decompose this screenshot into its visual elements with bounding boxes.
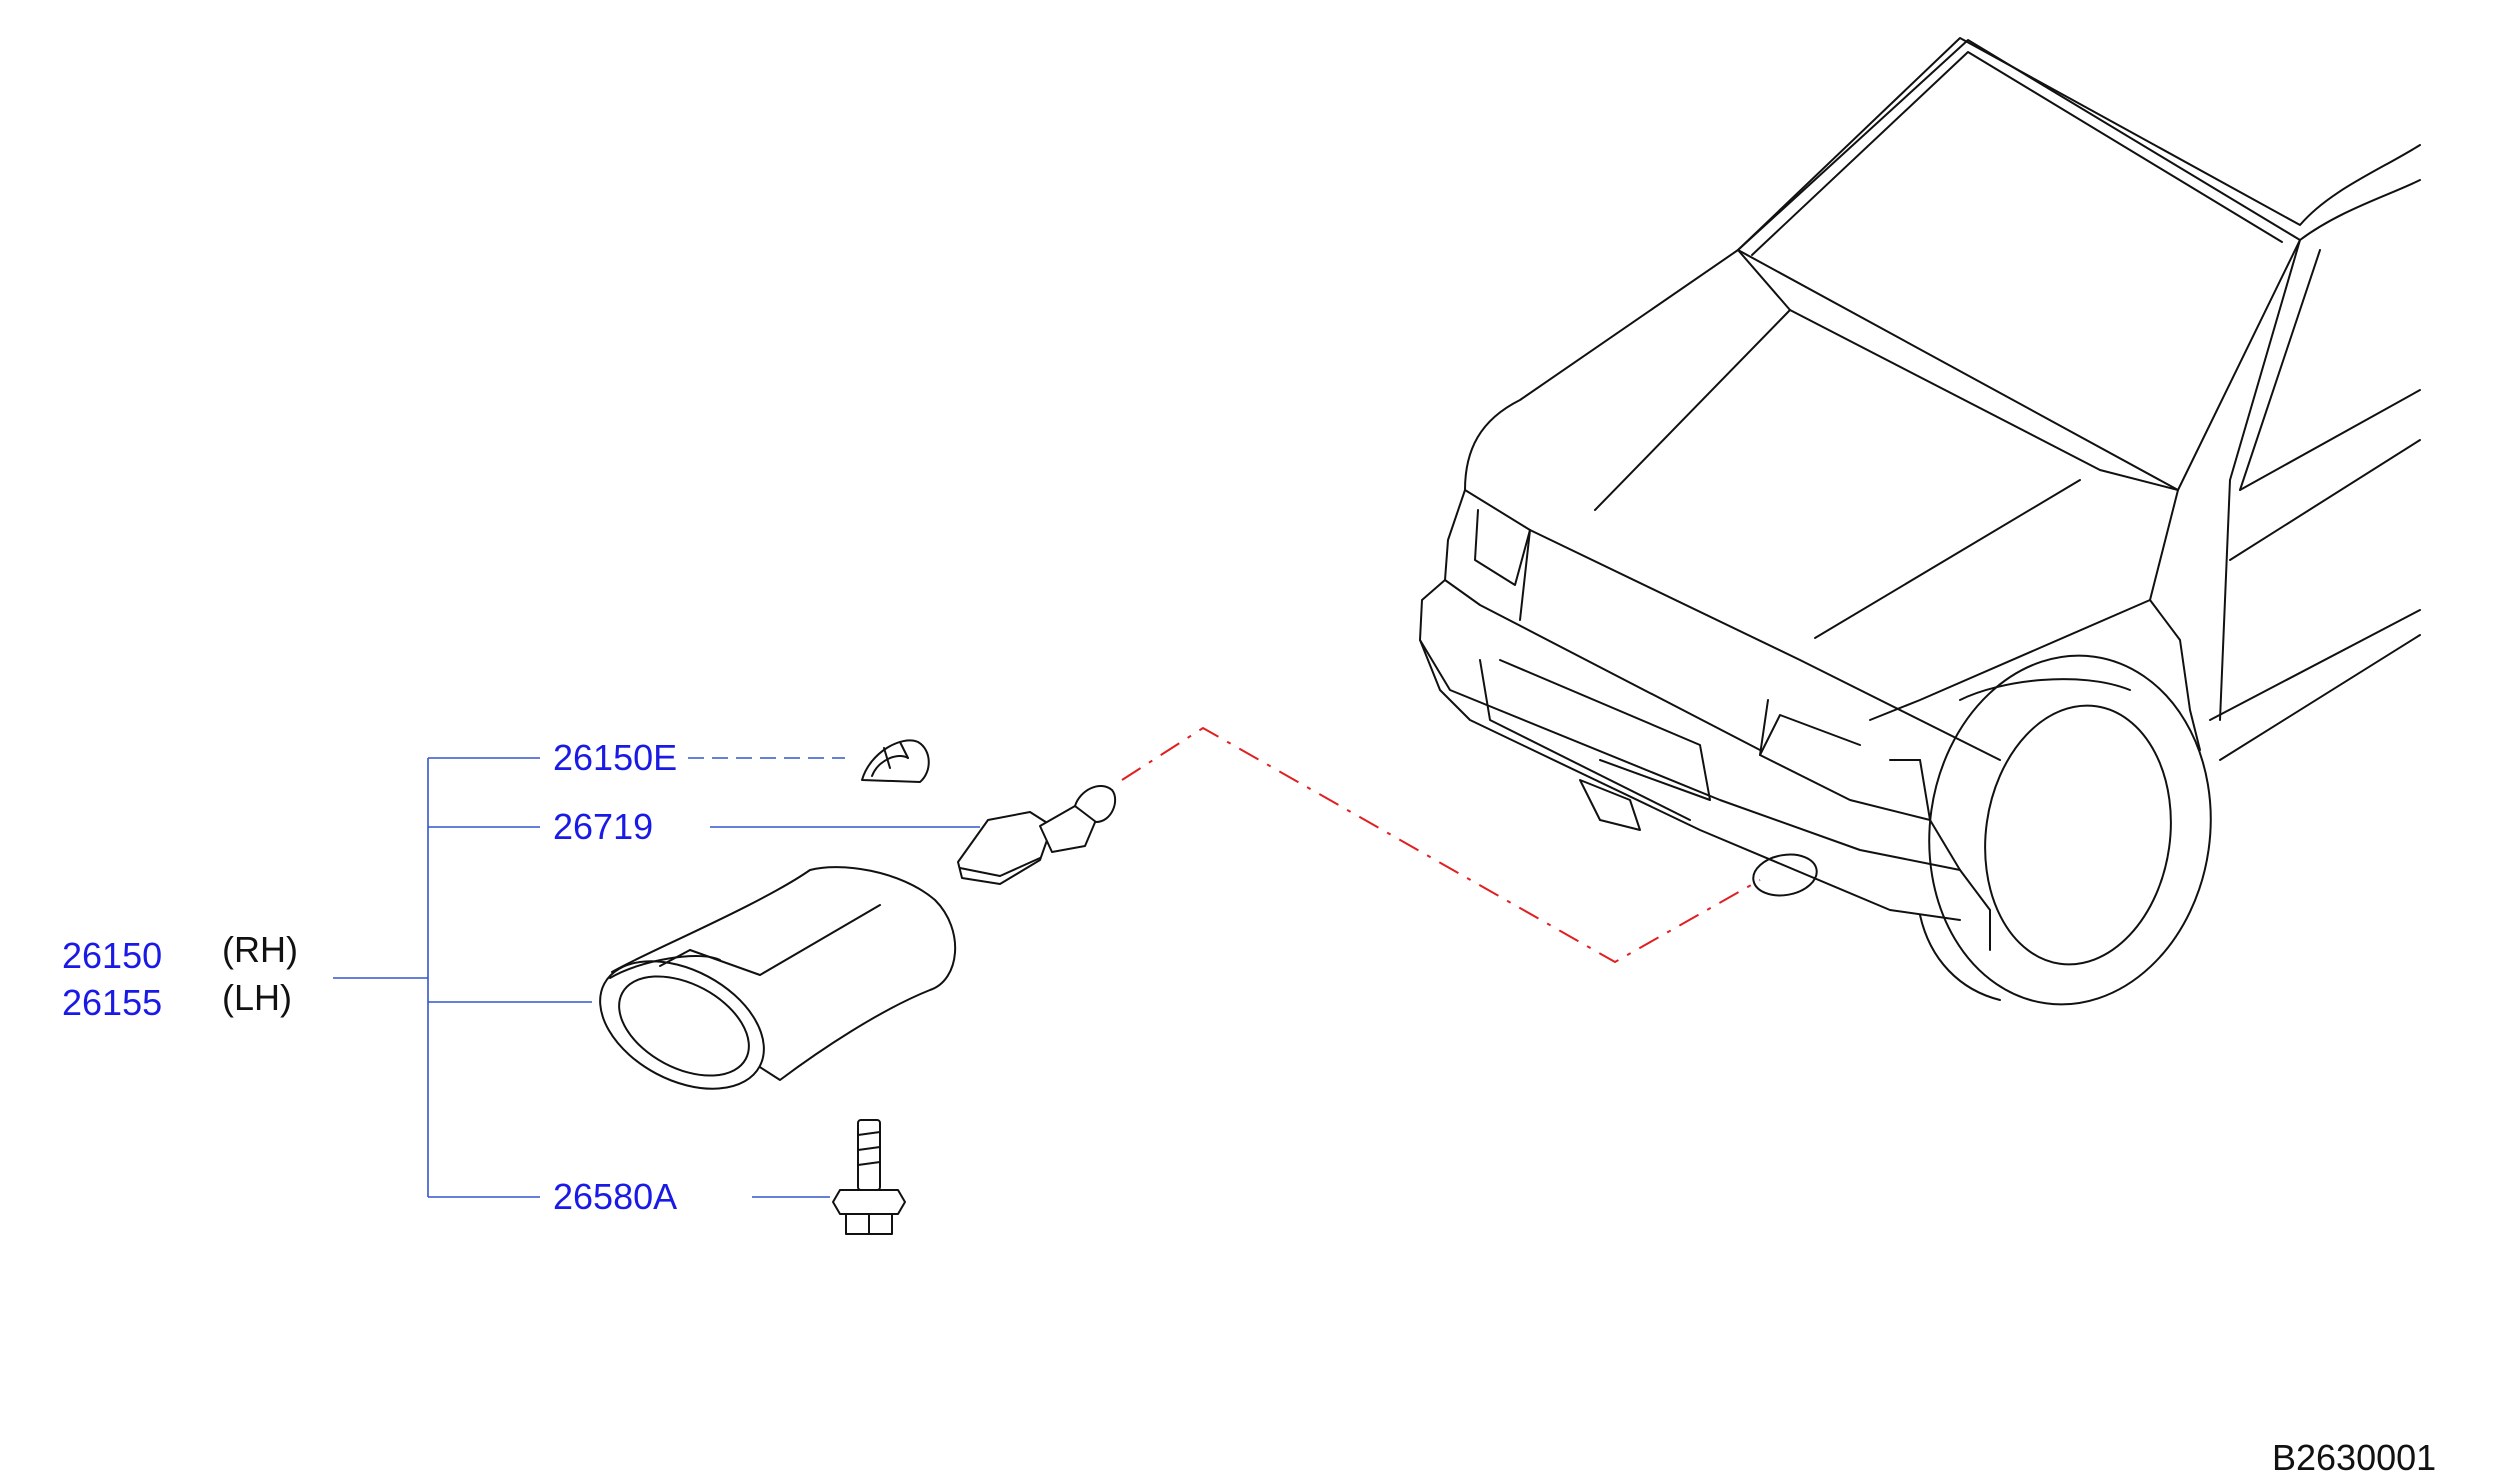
bumper bbox=[1419, 579, 1961, 871]
fog-lamp-part bbox=[599, 866, 956, 1090]
part-number-lamp-rh: 26150 bbox=[62, 935, 162, 976]
location-callout bbox=[1121, 726, 1761, 964]
diagram-code: B2630001 bbox=[2272, 1437, 2436, 1478]
part-number-lamp-lh: 26155 bbox=[62, 982, 162, 1023]
grommet-part bbox=[861, 739, 930, 783]
front-wheel bbox=[1928, 654, 2212, 1006]
leader-lines bbox=[333, 757, 980, 1198]
vehicle-outline bbox=[1419, 37, 2421, 1006]
part-number-bulb: 26719 bbox=[553, 806, 653, 847]
wheel-rim bbox=[1984, 704, 2172, 966]
side-label-rh: (RH) bbox=[222, 929, 298, 970]
hood bbox=[1464, 249, 1739, 491]
part-labels: 26150E 26719 26150 (RH) 26155 (LH) 26580… bbox=[62, 737, 677, 1217]
part-number-top: 26150E bbox=[553, 737, 677, 778]
grille bbox=[1444, 489, 1761, 751]
part-number-screw: 26580A bbox=[553, 1176, 677, 1217]
vehicle-fog-lamp bbox=[1752, 853, 1818, 897]
callout-dash-line bbox=[1121, 726, 1761, 964]
bulb-part bbox=[957, 785, 1117, 885]
side-label-lh: (LH) bbox=[222, 977, 292, 1018]
screw-part bbox=[832, 1119, 906, 1235]
windshield bbox=[1737, 39, 2301, 491]
